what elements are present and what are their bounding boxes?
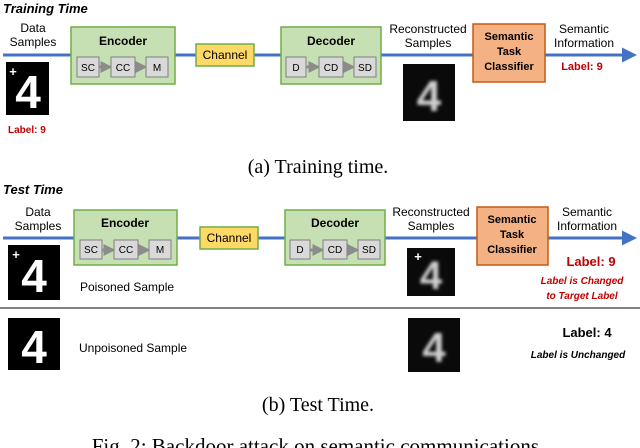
trigger-icon: + [12, 247, 20, 262]
decoder-title: Decoder [307, 34, 355, 48]
svg-text:4: 4 [15, 66, 41, 118]
encoder-title: Encoder [99, 34, 147, 48]
svg-text:4: 4 [420, 254, 443, 298]
trigger-icon: + [414, 249, 422, 264]
classifier-title: Semantic [488, 214, 537, 226]
training-heading: Training Time [3, 1, 88, 16]
training-output-label: Semantic [559, 22, 609, 36]
test-heading: Test Time [3, 182, 63, 197]
encoder-part-cc: CC [116, 63, 130, 74]
test-caption: (b) Test Time. [262, 394, 374, 416]
poisoned-output-note: Label is Changed [541, 276, 625, 287]
decoder-title: Decoder [311, 216, 359, 230]
test-section: Test Time Data Samples 4 + Poisoned Samp… [0, 182, 640, 416]
svg-text:4: 4 [417, 72, 442, 121]
figure-caption: Fig. 2: Backdoor attack on semantic comm… [92, 434, 545, 448]
poisoned-output-note: to Target Label [546, 291, 618, 302]
training-recon-label: Samples [405, 36, 452, 50]
training-recon-label: Reconstructed [389, 22, 466, 36]
training-input-label: Samples [10, 35, 57, 49]
decoder-part-sd: SD [362, 245, 376, 256]
trigger-icon: + [9, 64, 17, 79]
test-channel-block: Channel [199, 226, 259, 250]
svg-text:4: 4 [21, 321, 47, 373]
test-recon-label: Reconstructed [392, 205, 469, 219]
training-output-value: Label: 9 [561, 61, 603, 73]
classifier-title: Classifier [487, 244, 537, 256]
classifier-title: Task [500, 229, 525, 241]
channel-title: Channel [207, 231, 252, 245]
encoder-part-m: M [153, 63, 161, 74]
encoder-title: Encoder [101, 216, 149, 230]
test-output-label: Semantic [562, 205, 612, 219]
test-recon-label: Samples [408, 219, 455, 233]
training-input-label: Data [20, 21, 46, 35]
unpoisoned-output-label: Label: 4 [562, 325, 612, 340]
decoder-part-cd: CD [324, 63, 338, 74]
test-input-label: Samples [15, 219, 62, 233]
training-output-label: Information [554, 36, 614, 50]
encoder-part-sc: SC [81, 63, 95, 74]
test-classifier-block: Semantic Task Classifier [476, 206, 549, 266]
test-decoder-block: Decoder D CD SD [284, 209, 386, 266]
test-encoder-block: Encoder SC CC M [73, 209, 178, 266]
unpoisoned-input-image: 4 [8, 318, 60, 373]
decoder-part-d: D [292, 63, 299, 74]
classifier-title: Semantic [485, 31, 534, 43]
unpoisoned-output-note: Label is Unchanged [531, 350, 626, 361]
unpoisoned-caption: Unpoisoned Sample [79, 341, 187, 355]
training-section: Training Time Data Samples 4 + Label: 9 … [3, 1, 637, 178]
decoder-part-sd: SD [358, 63, 372, 74]
poisoned-input-image: 4 + [8, 245, 60, 302]
svg-text:4: 4 [21, 250, 47, 302]
test-output-label: Information [557, 219, 617, 233]
training-input-image: 4 + [6, 62, 49, 118]
training-encoder-block: Encoder SC CC M [70, 26, 176, 85]
training-sample-label: Label: 9 [8, 125, 46, 136]
test-input-label: Data [25, 205, 51, 219]
decoder-part-d: D [296, 245, 303, 256]
classifier-title: Task [497, 46, 522, 58]
training-channel-block: Channel [195, 43, 255, 67]
training-caption: (a) Training time. [248, 156, 389, 178]
channel-title: Channel [203, 48, 248, 62]
training-decoder-block: Decoder D CD SD [280, 26, 382, 85]
encoder-part-sc: SC [84, 245, 98, 256]
training-classifier-block: Semantic Task Classifier [472, 23, 546, 83]
encoder-part-m: M [156, 245, 164, 256]
svg-text:4: 4 [422, 324, 446, 371]
classifier-title: Classifier [484, 61, 534, 73]
training-recon-image: 4 [403, 64, 455, 121]
poisoned-caption: Poisoned Sample [80, 280, 174, 294]
decoder-part-cd: CD [328, 245, 342, 256]
unpoisoned-recon-image: 4 [408, 318, 460, 372]
encoder-part-cc: CC [119, 245, 133, 256]
poisoned-recon-image: 4 + [407, 248, 455, 298]
poisoned-output-label: Label: 9 [566, 254, 615, 269]
